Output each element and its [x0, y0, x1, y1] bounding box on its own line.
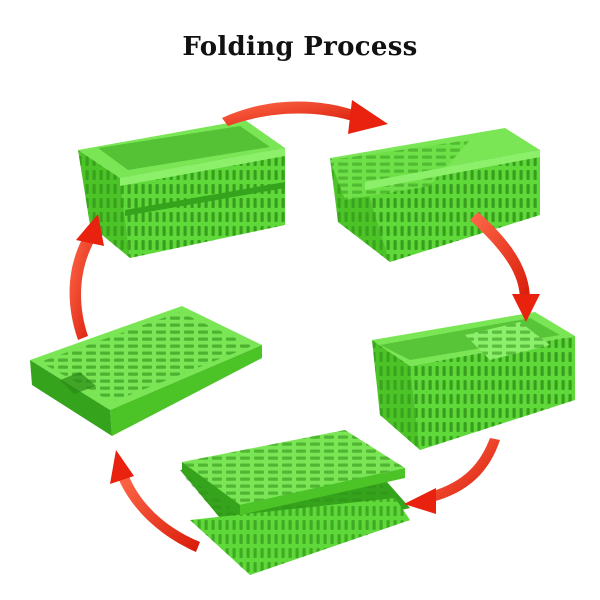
crate-half-folded: [180, 430, 410, 575]
arrow-half-to-flat: [110, 450, 200, 552]
crate-side-folded-in: [372, 312, 575, 450]
arrow-flat-to-open: [69, 214, 104, 340]
crate-fully-folded: [30, 306, 262, 436]
diagram-title: Folding Process: [182, 32, 418, 62]
arrow-folding-to-folded-in: [470, 212, 540, 322]
arrow-open-to-folding: [222, 100, 388, 134]
arrow-folded-in-to-half: [404, 438, 500, 514]
crate-side-folding: [330, 128, 540, 262]
crate-open: [78, 120, 285, 258]
